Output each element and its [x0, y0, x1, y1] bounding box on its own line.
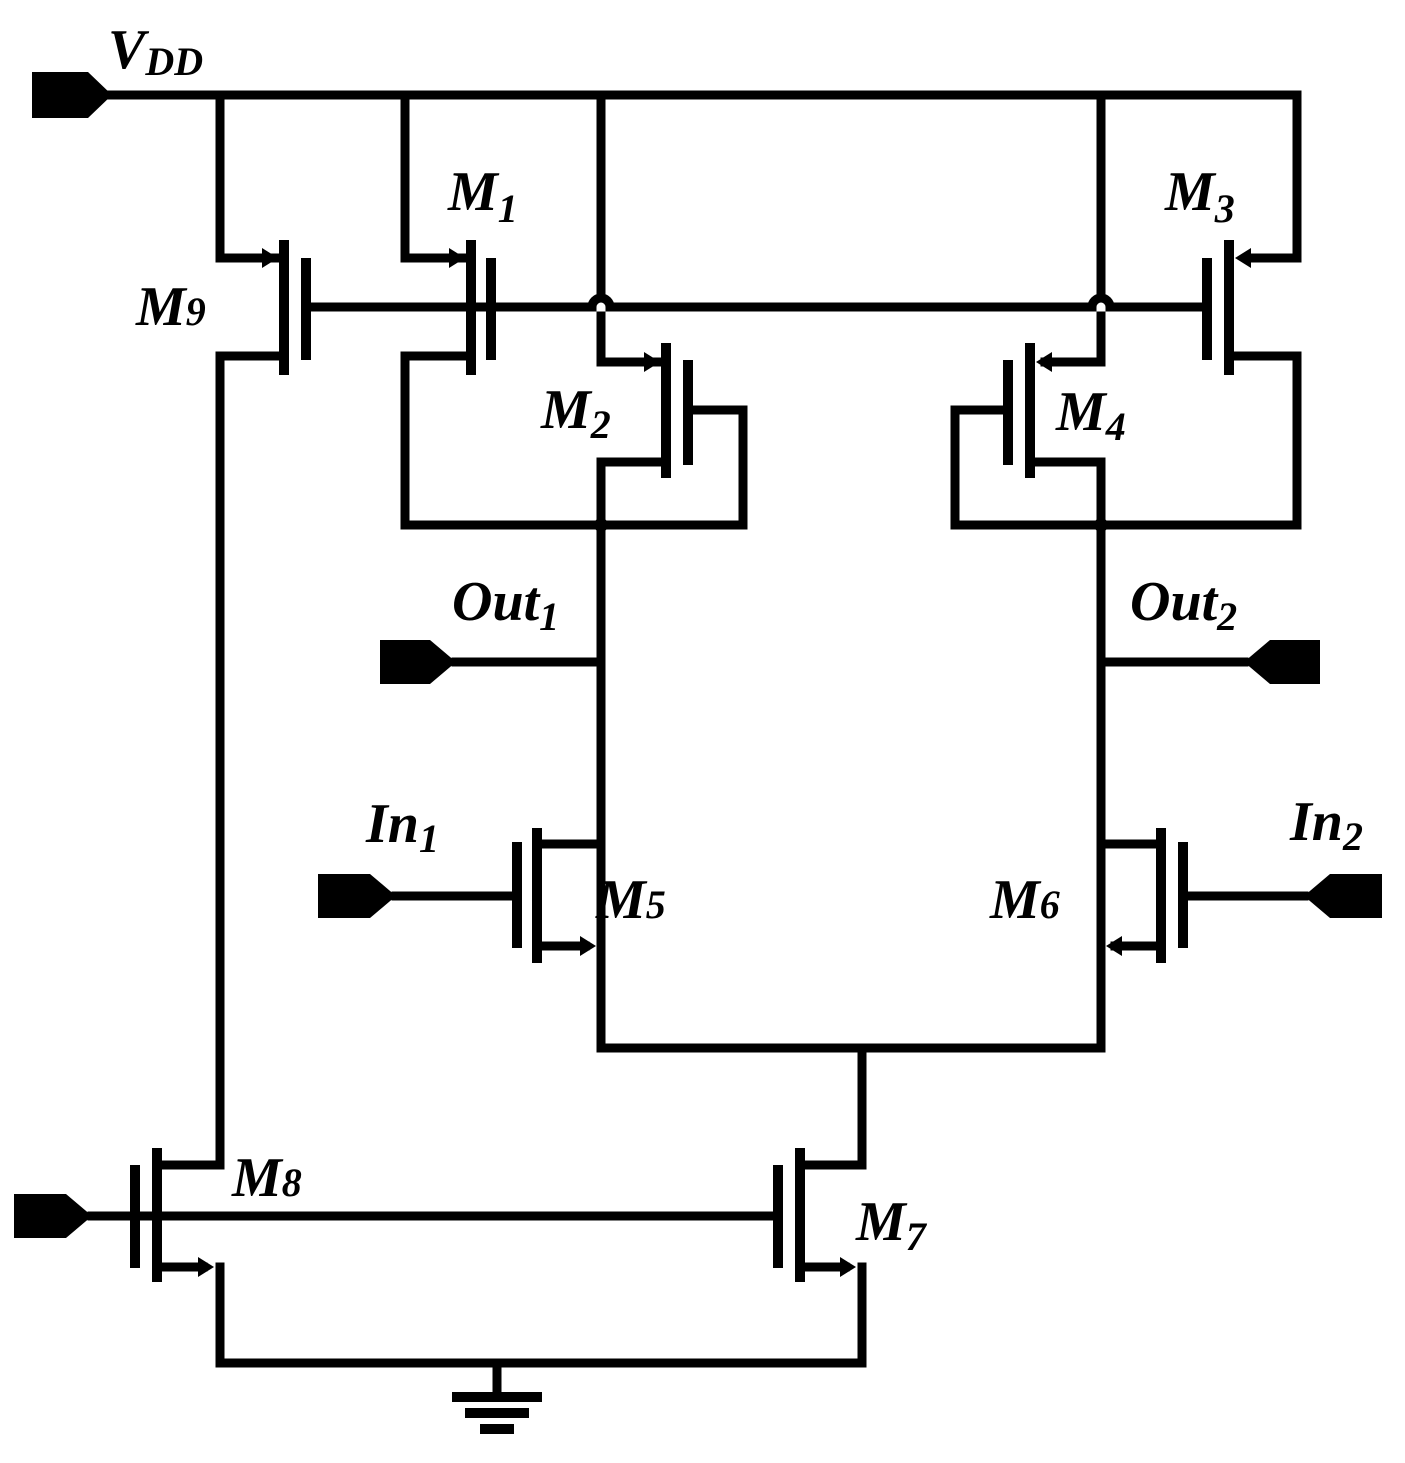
ground-icon	[452, 1358, 542, 1434]
transistor-m4	[950, 90, 1106, 1053]
m5-label: M5	[595, 869, 666, 931]
out1-pin	[380, 640, 456, 684]
vdd-rail	[105, 90, 1302, 263]
m4-label: M4	[1055, 381, 1126, 449]
m1-label: M1	[447, 161, 518, 231]
transistor-m5	[512, 828, 1106, 1053]
vdd-pin	[32, 72, 112, 118]
bias-pin	[14, 1194, 92, 1238]
in1-pin	[318, 874, 396, 918]
transistor-m8	[125, 1148, 783, 1282]
m7-label: M7	[855, 1191, 928, 1259]
out2-pin	[1244, 640, 1320, 684]
junction-dots	[594, 518, 1108, 532]
transistor-m7	[215, 1043, 867, 1368]
out2-label: Out2	[1130, 571, 1237, 639]
transistor-m3	[1096, 240, 1302, 530]
m8-label: M8	[231, 1147, 302, 1209]
transistor-m9	[215, 90, 311, 1170]
in2-label: In2	[1289, 791, 1363, 859]
out1-label: Out1	[452, 571, 559, 639]
in1-label: In1	[365, 793, 439, 861]
m9-label: M9	[135, 276, 206, 338]
vdd-label: VDD	[108, 19, 203, 84]
in2-pin	[1304, 874, 1382, 918]
transistor-m2	[596, 90, 748, 1053]
m2-label: M2	[540, 379, 611, 447]
m6-label: M6	[989, 869, 1060, 931]
m3-label: M3	[1164, 161, 1235, 231]
transistor-m6	[1096, 828, 1188, 963]
gate-line-pmos	[301, 293, 1210, 312]
